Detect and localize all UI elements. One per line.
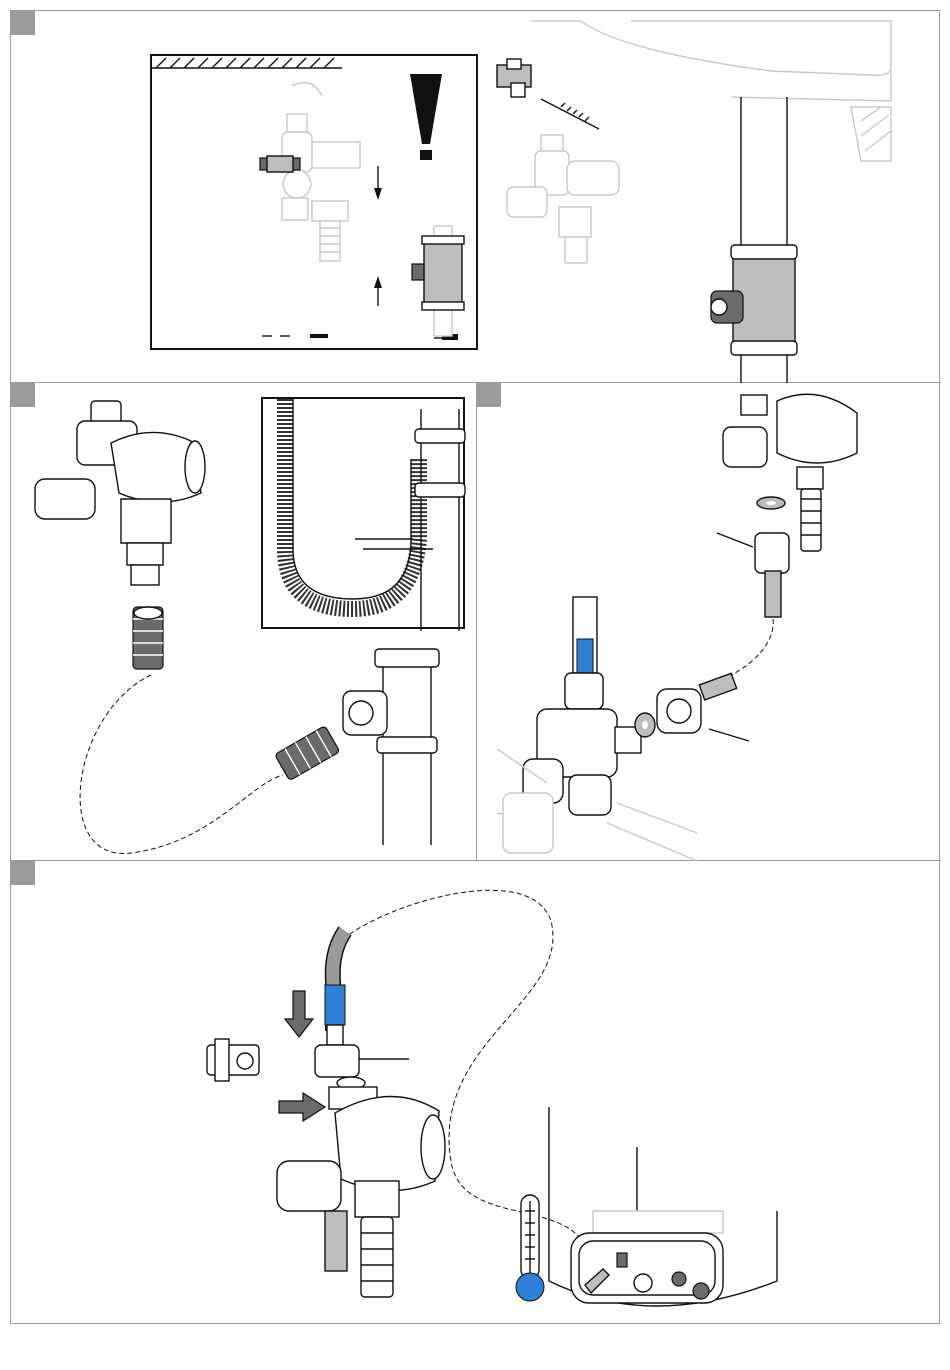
- inlet-hose: [315, 931, 409, 1077]
- washbasin-faded: [531, 21, 891, 161]
- valve-mounting-illustration: [11, 11, 941, 383]
- panel-step-2: [11, 383, 477, 861]
- nut-top: [755, 533, 789, 617]
- drain-hose-end: [133, 607, 163, 669]
- clip: [207, 1039, 259, 1081]
- inlet-connection-illustration: [477, 383, 941, 861]
- drain-hose-other-end: [275, 726, 340, 781]
- valve-top: [723, 394, 857, 551]
- cold-water-pipe: [523, 597, 641, 815]
- thermometer-icon: [516, 1195, 544, 1301]
- panel-step-3: [477, 383, 941, 861]
- panel-step-4: [11, 861, 941, 1325]
- water-heater: [549, 1107, 777, 1306]
- instruction-sheet: [10, 10, 940, 1324]
- washer-bottom: [635, 713, 655, 737]
- washer-top: [757, 497, 785, 509]
- valve-faded-large: [507, 135, 619, 263]
- vertical-pipe-with-tee: [711, 97, 797, 383]
- arrow-down-icon: [285, 991, 313, 1037]
- arrow-right-icon: [279, 1093, 325, 1121]
- boiler-connection-illustration: [11, 861, 941, 1325]
- drain-pipe-with-branch: [343, 649, 439, 845]
- screw: [541, 99, 599, 129]
- nut-bottom: [657, 673, 737, 733]
- panel-step-1: [11, 11, 941, 383]
- hose-path: [80, 675, 283, 853]
- safety-valve: [35, 401, 205, 585]
- siphon-detail: [263, 399, 467, 631]
- hose-path: [705, 619, 773, 683]
- wall-clip: [497, 59, 531, 97]
- siphon-detail-box: [261, 397, 465, 629]
